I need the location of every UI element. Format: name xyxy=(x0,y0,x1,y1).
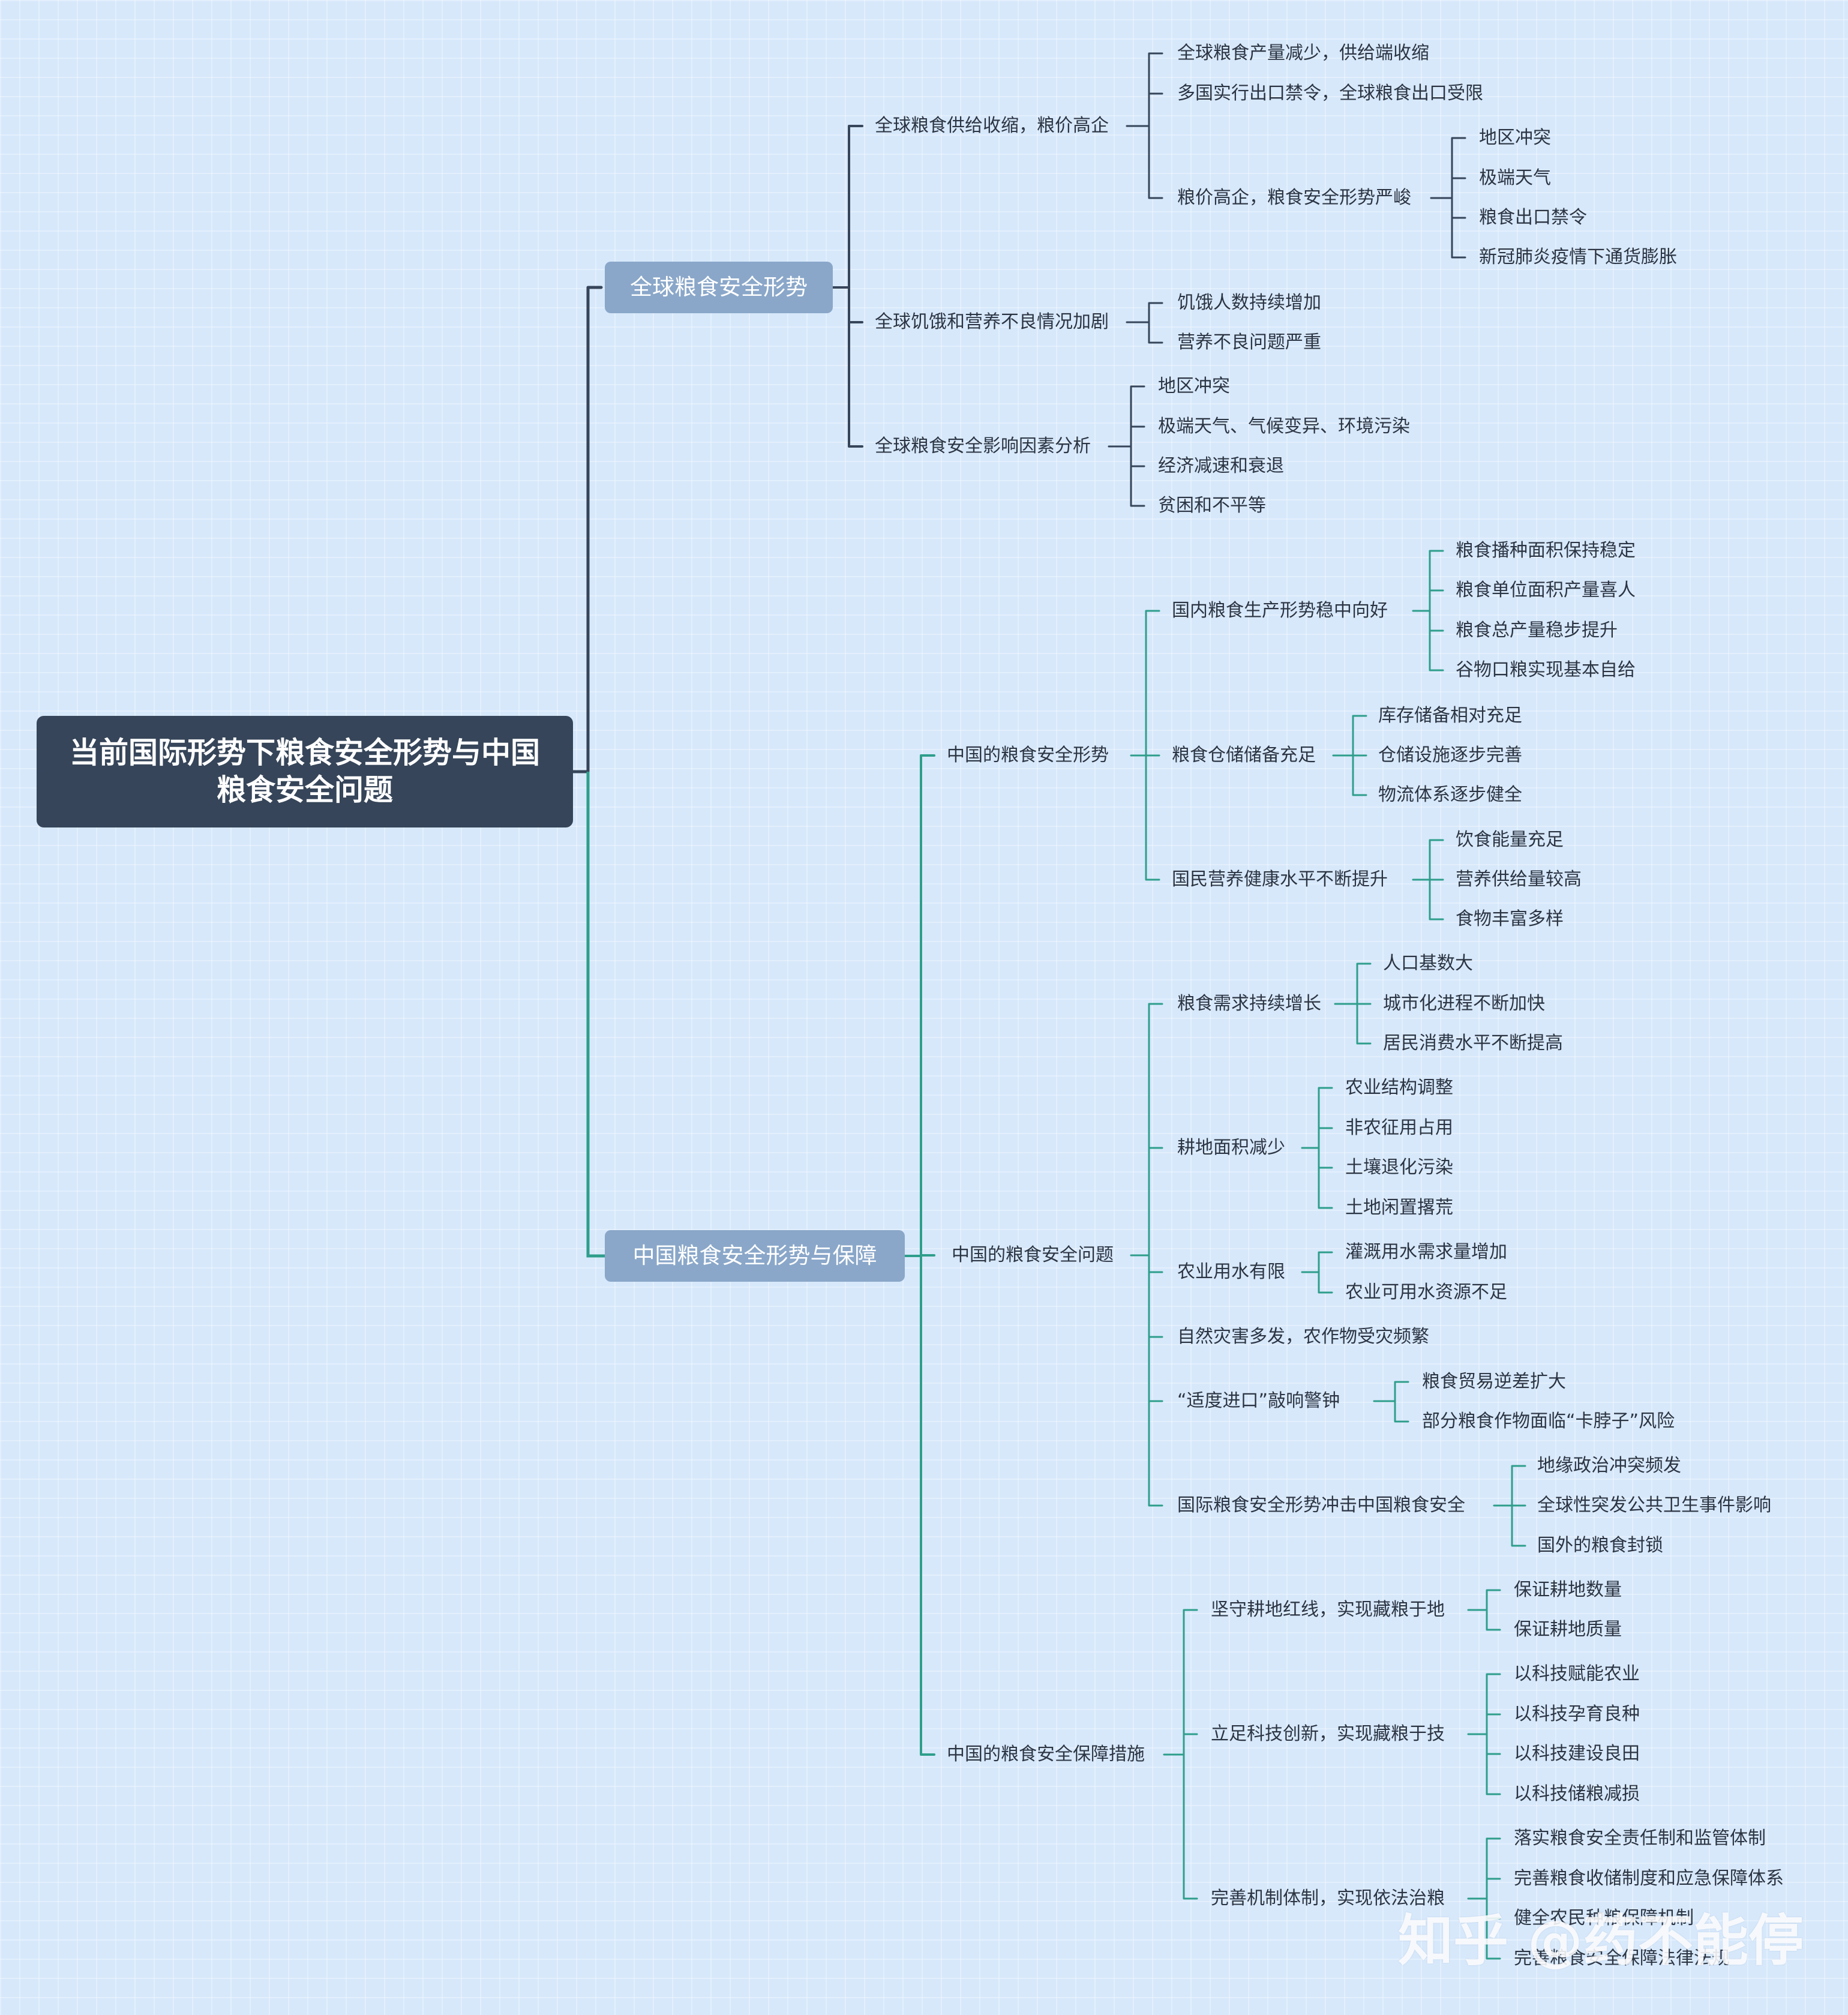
node-leaf[interactable]: 地区冲突 xyxy=(1158,376,1230,397)
node-china-nutrition[interactable]: 国民营养健康水平不断提升 xyxy=(1172,869,1388,890)
node-china-farmland[interactable]: 坚守耕地红线，实现藏粮于地 xyxy=(1211,1599,1445,1620)
node-china-storage[interactable]: 粮食仓储储备充足 xyxy=(1172,745,1316,766)
node-china-land[interactable]: 耕地面积减少 xyxy=(1177,1137,1285,1158)
node-leaf[interactable]: 农业结构调整 xyxy=(1345,1077,1453,1098)
connector xyxy=(1467,1837,1501,1960)
topic-china-food-security[interactable]: 中国粮食安全形势与保障 xyxy=(605,1230,905,1282)
node-china-water[interactable]: 农业用水有限 xyxy=(1177,1261,1285,1282)
node-leaf[interactable]: 营养供给量较高 xyxy=(1456,869,1582,890)
node-leaf[interactable]: 国外的粮食封锁 xyxy=(1537,1535,1663,1556)
node-leaf[interactable]: 非农征用占用 xyxy=(1345,1117,1453,1138)
node-leaf[interactable]: 城市化进程不断加快 xyxy=(1383,993,1545,1014)
connector xyxy=(1332,715,1367,796)
node-leaf[interactable]: 谷物口粮实现基本自给 xyxy=(1456,659,1636,680)
node-leaf[interactable]: 居民消费水平不断提高 xyxy=(1383,1033,1563,1054)
node-leaf[interactable]: 健全农民种粮保障机制 xyxy=(1514,1908,1694,1929)
node-leaf[interactable]: 部分粮食作物面临“卡脖子”风险 xyxy=(1422,1411,1675,1432)
node-leaf[interactable]: 粮食出口禁令 xyxy=(1479,207,1587,228)
connector xyxy=(1301,1251,1333,1294)
node-leaf[interactable]: 仓储设施逐步完善 xyxy=(1378,745,1522,766)
node-leaf[interactable]: 土壤退化污染 xyxy=(1345,1157,1453,1178)
node-leaf[interactable]: 饥饿人数持续增加 xyxy=(1177,292,1321,313)
node-leaf[interactable]: 以科技赋能农业 xyxy=(1514,1663,1640,1684)
connector xyxy=(1493,1465,1526,1547)
connector xyxy=(1467,1589,1501,1631)
root-topic[interactable]: 当前国际形势下粮食安全形势与中国粮食安全问题 xyxy=(37,716,573,827)
node-leaf[interactable]: 农业可用水资源不足 xyxy=(1345,1282,1507,1303)
node-leaf[interactable]: 完善粮食安全保障法律法规 xyxy=(1514,1948,1730,1969)
connector xyxy=(1412,839,1444,920)
connector xyxy=(1130,610,1160,881)
node-leaf[interactable]: 经济减速和衰退 xyxy=(1158,455,1284,476)
connector xyxy=(1412,550,1444,671)
node-leaf[interactable]: 全球粮食产量减少，供给端收缩 xyxy=(1177,43,1429,64)
connector xyxy=(1301,1087,1333,1209)
node-leaf[interactable]: 以科技孕育良种 xyxy=(1514,1704,1640,1725)
node-leaf[interactable]: 土地闲置撂荒 xyxy=(1345,1197,1453,1218)
node-leaf[interactable]: 多国实行出口禁令，全球粮食出口受限 xyxy=(1177,83,1483,104)
node-leaf[interactable]: 库存储备相对充足 xyxy=(1378,705,1522,726)
node-china-tech[interactable]: 立足科技创新，实现藏粮于技 xyxy=(1211,1723,1445,1744)
connector xyxy=(832,125,863,448)
node-china-imports[interactable]: “适度进口”敲响警钟 xyxy=(1177,1390,1340,1411)
node-leaf[interactable]: 极端天气、气候变异、环境污染 xyxy=(1158,416,1410,437)
node-leaf[interactable]: 饮食能量充足 xyxy=(1456,829,1564,850)
node-leaf[interactable]: 保证耕地质量 xyxy=(1514,1619,1622,1640)
connector xyxy=(586,772,605,1258)
connector xyxy=(1126,302,1163,344)
node-leaf[interactable]: 极端天气 xyxy=(1479,167,1551,188)
node-leaf[interactable]: 灌溉用水需求量增加 xyxy=(1345,1242,1507,1263)
connector xyxy=(1108,385,1145,507)
node-leaf[interactable]: 新冠肺炎疫情下通货膨胀 xyxy=(1479,247,1677,268)
node-china-disaster[interactable]: 自然灾害多发，农作物受灾频繁 xyxy=(1177,1326,1429,1347)
connector xyxy=(1430,137,1466,259)
node-china-production[interactable]: 国内粮食生产形势稳中向好 xyxy=(1172,600,1388,621)
connector xyxy=(1467,1673,1501,1795)
connector xyxy=(1130,1003,1163,1507)
node-leaf[interactable]: 保证耕地数量 xyxy=(1514,1579,1622,1600)
node-leaf[interactable]: 贫困和不平等 xyxy=(1158,495,1266,516)
node-leaf[interactable]: 完善粮食收储制度和应急保障体系 xyxy=(1514,1868,1784,1889)
connector xyxy=(1373,1381,1409,1423)
node-leaf[interactable]: 全球性突发公共卫生事件影响 xyxy=(1537,1495,1771,1516)
node-leaf[interactable]: 人口基数大 xyxy=(1383,953,1473,974)
connector xyxy=(1334,962,1372,1045)
node-leaf[interactable]: 地区冲突 xyxy=(1479,127,1551,148)
node-leaf[interactable]: 以科技建设良田 xyxy=(1514,1743,1640,1764)
node-china-demand[interactable]: 粮食需求持续增长 xyxy=(1177,993,1321,1014)
node-leaf[interactable]: 物流体系逐步健全 xyxy=(1378,784,1522,805)
node-global-supply[interactable]: 全球粮食供给收缩，粮价高企 xyxy=(875,115,1109,136)
node-leaf[interactable]: 粮食总产量稳步提升 xyxy=(1456,620,1618,641)
node-leaf[interactable]: 落实粮食安全责任制和监管体制 xyxy=(1514,1828,1766,1849)
node-global-price[interactable]: 粮价高企，粮食安全形势严峻 xyxy=(1177,187,1411,208)
node-global-hunger[interactable]: 全球饥饿和营养不良情况加剧 xyxy=(875,311,1109,332)
node-leaf[interactable]: 食物丰富多样 xyxy=(1456,908,1564,929)
connector xyxy=(1163,1609,1198,1900)
topic-global-food-security[interactable]: 全球粮食安全形势 xyxy=(605,262,833,313)
connector xyxy=(904,754,935,1756)
node-leaf[interactable]: 粮食单位面积产量喜人 xyxy=(1456,580,1636,601)
node-leaf[interactable]: 粮食贸易逆差扩大 xyxy=(1422,1371,1566,1392)
node-china-measures[interactable]: 中国的粮食安全保障措施 xyxy=(947,1744,1145,1765)
node-china-situation[interactable]: 中国的粮食安全形势 xyxy=(947,745,1109,766)
node-china-problems[interactable]: 中国的粮食安全问题 xyxy=(952,1245,1114,1266)
node-china-intl[interactable]: 国际粮食安全形势冲击中国粮食安全 xyxy=(1177,1495,1465,1516)
node-leaf[interactable]: 地缘政治冲突频发 xyxy=(1537,1455,1681,1476)
node-leaf[interactable]: 营养不良问题严重 xyxy=(1177,332,1321,353)
node-leaf[interactable]: 粮食播种面积保持稳定 xyxy=(1456,540,1636,561)
connector xyxy=(1126,52,1163,199)
node-china-law[interactable]: 完善机制体制，实现依法治粮 xyxy=(1211,1888,1445,1909)
node-leaf[interactable]: 以科技储粮减损 xyxy=(1514,1783,1640,1804)
node-global-factors[interactable]: 全球粮食安全影响因素分析 xyxy=(875,436,1091,457)
watermark: 知乎 @药不能停 xyxy=(1398,1909,1804,1973)
